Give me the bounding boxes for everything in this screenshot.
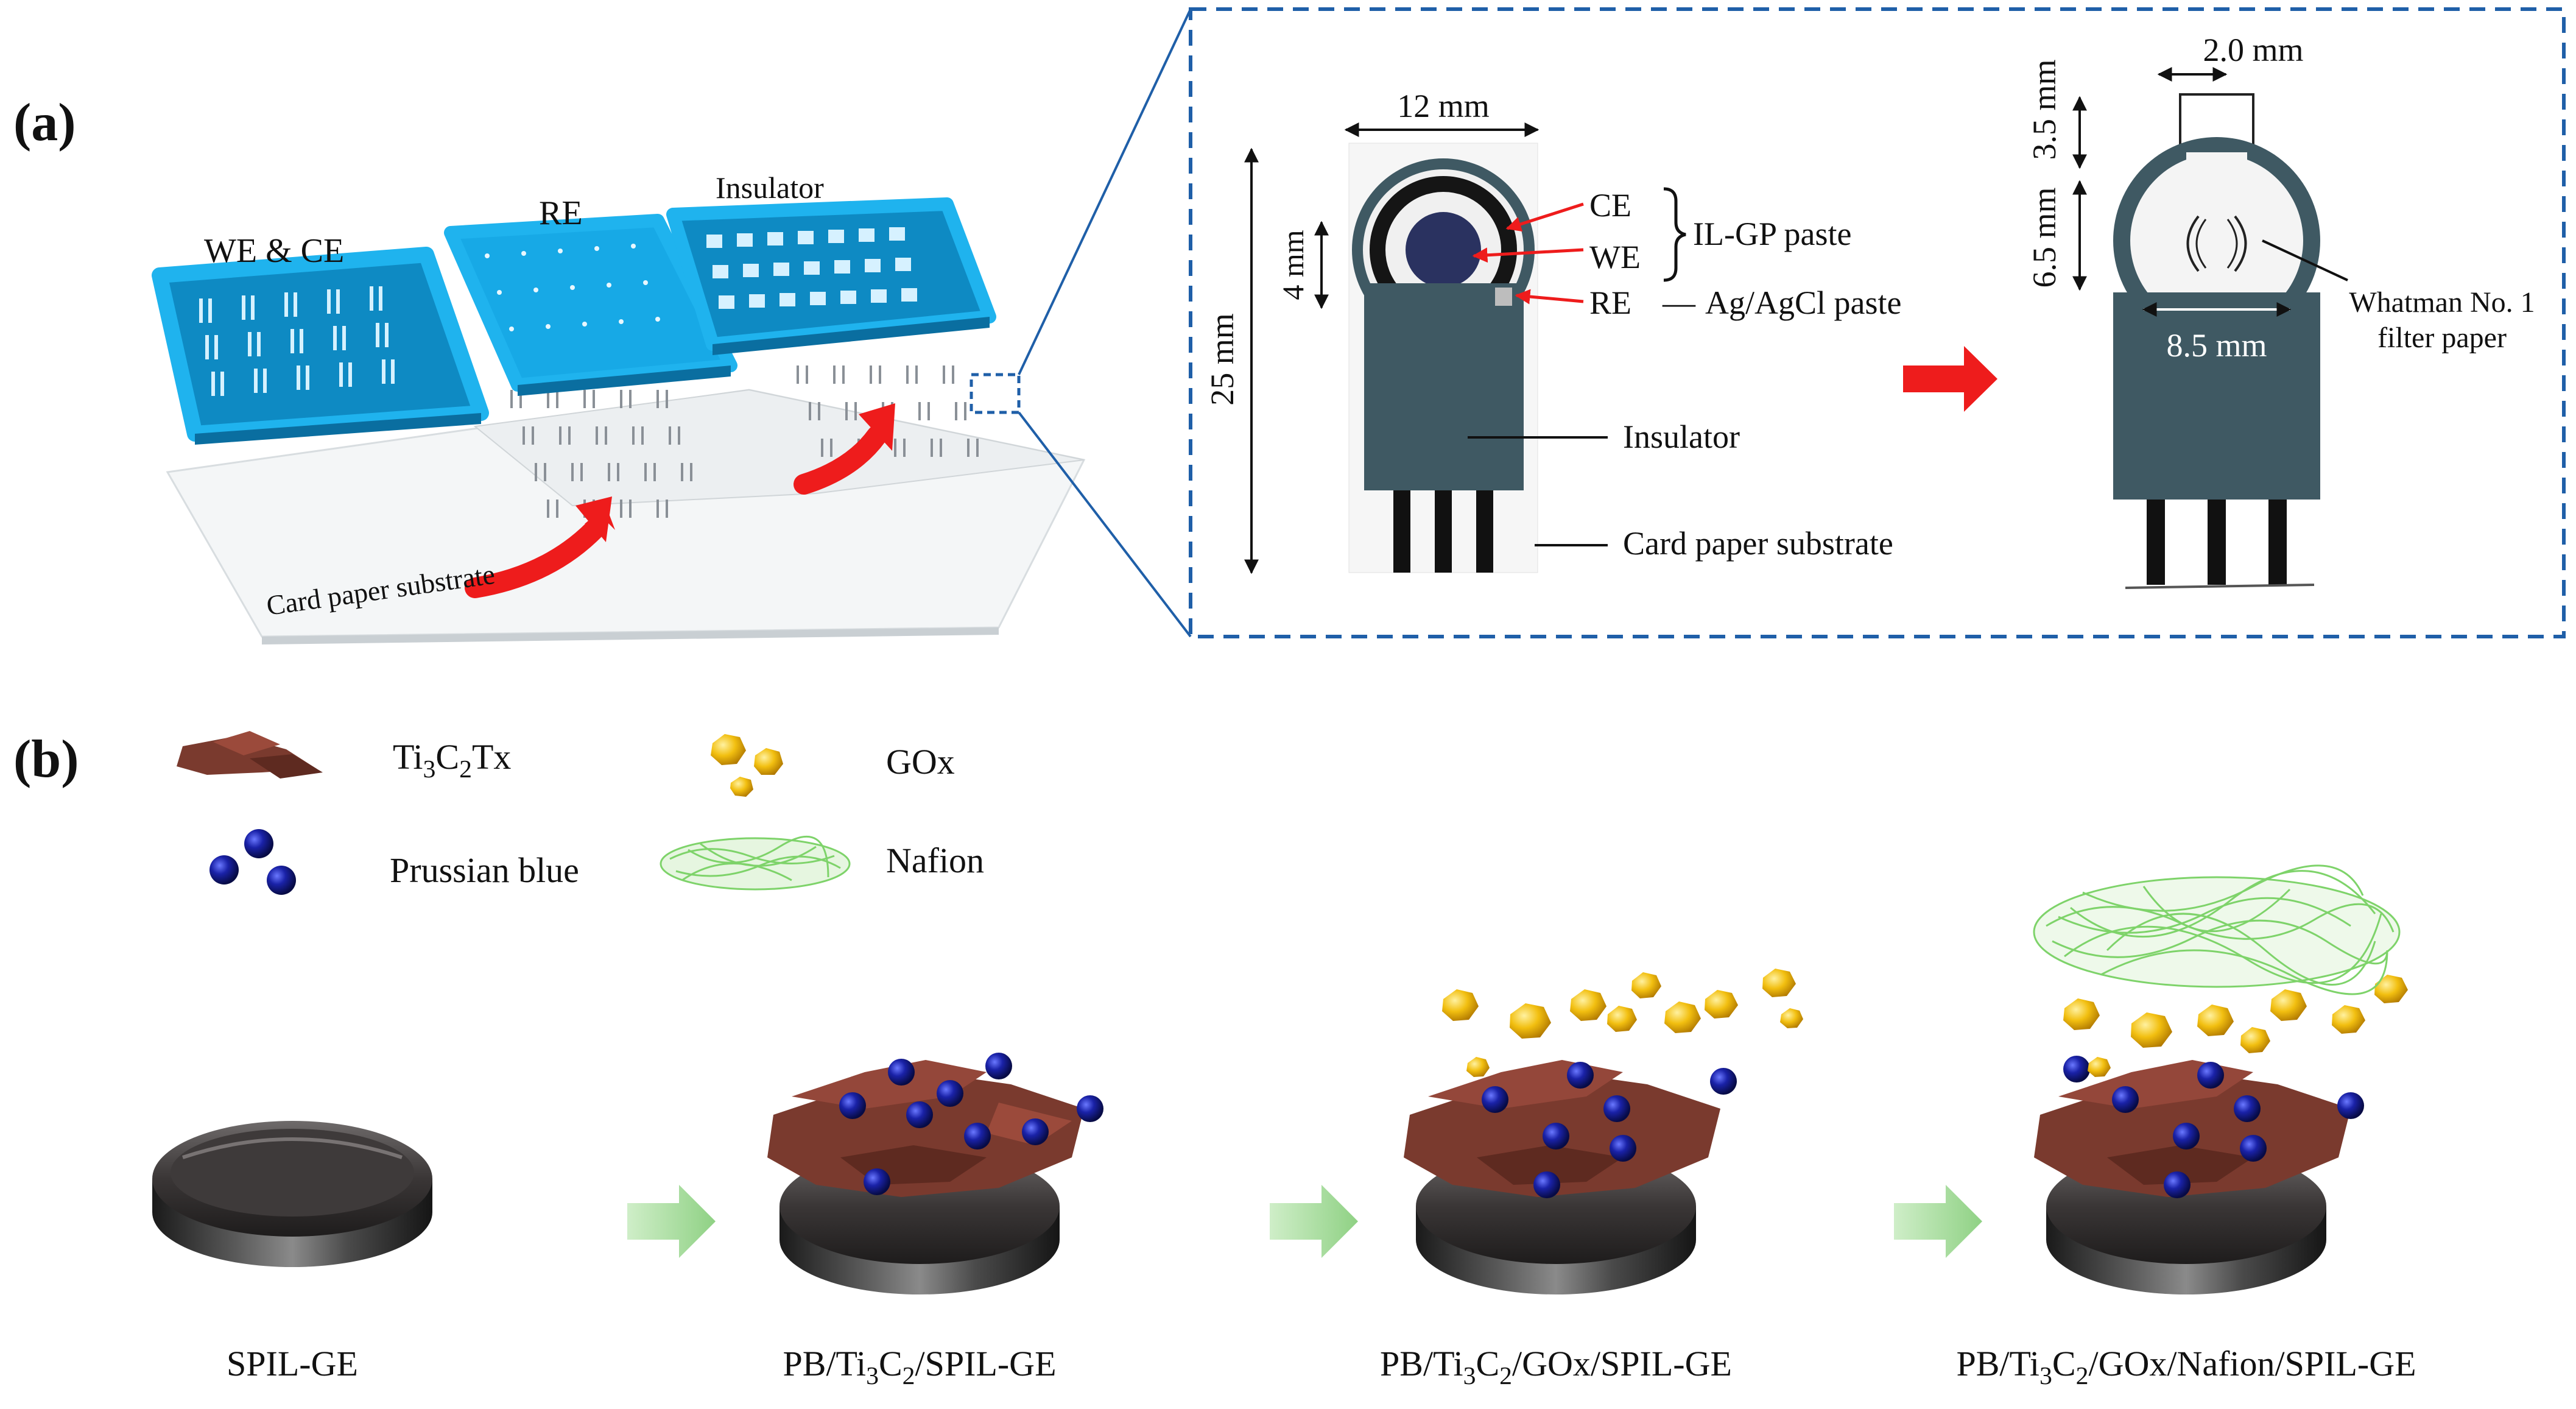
modified-electrode-photo (2113, 93, 2320, 589)
prussian-blue-legend-icon (209, 829, 296, 895)
filter-label-line1: Whatman No. 1 (2349, 286, 2535, 319)
agcl-label: Ag/AgCl paste (1705, 284, 1901, 321)
panel-a-label: (a) (13, 93, 76, 152)
prussian-blue-particles-4 (2063, 1056, 2364, 1198)
filter-leader (2262, 239, 2348, 281)
neck-label: 3.5 mm (2026, 59, 2063, 160)
electrode-photo (1348, 143, 1538, 573)
screen-re-label: RE (539, 194, 583, 232)
we-label: WE (1589, 239, 1641, 275)
nafion-layer-4 (2033, 864, 2401, 995)
re-label: RE (1589, 284, 1631, 321)
screen-re (444, 214, 737, 396)
ilgp-brace (1663, 187, 1686, 282)
insulator-label: Insulator (1623, 418, 1740, 455)
electrode-disc-1 (152, 1121, 432, 1267)
stage-arrow-2 (1270, 1185, 1358, 1258)
ce-pointer (1505, 202, 1584, 232)
agcl-dash: — (1662, 284, 1696, 321)
nafion-legend-label: Nafion (886, 841, 984, 880)
inner-width-label: 8.5 mm (2166, 327, 2267, 364)
width-label: 12 mm (1397, 88, 1490, 124)
re-pointer (1515, 289, 1584, 305)
top-width-label: 2.0 mm (2203, 32, 2303, 68)
stage-arrow-3 (1894, 1185, 1982, 1258)
stage-2-label: PB/Ti3C2/SPIL-GE (783, 1344, 1057, 1390)
gox-particles-4 (2063, 975, 2408, 1077)
process-arrow-2-body (794, 425, 887, 495)
screen-we-ce (152, 247, 489, 445)
electrode-substrate-label: Card paper substrate (1623, 525, 1893, 562)
screen-we-ce-label: WE & CE (204, 232, 344, 270)
mxene-legend-icon (177, 731, 323, 779)
height-label: 25 mm (1204, 313, 1240, 406)
stage-4-label: PB/Ti3C2/GOx/Nafion/SPIL-GE (1956, 1344, 2416, 1390)
mxene-legend-label: Ti3C2Tx (393, 737, 511, 783)
body-label: 6.5 mm (2026, 187, 2063, 288)
stage-3-label: PB/Ti3C2/GOx/SPIL-GE (1380, 1344, 1732, 1390)
prussian-blue-particles-3 (1482, 1062, 1737, 1198)
stage-1-label: SPIL-GE (227, 1344, 358, 1383)
process-arrow-1-body (465, 520, 604, 598)
zoom-detail-box (1189, 7, 2566, 638)
screen-insulator (666, 197, 996, 355)
panel-b-label: (b) (13, 730, 79, 789)
modification-arrow (1903, 346, 1997, 412)
gox-legend-icon (711, 734, 783, 797)
nafion-legend-icon (660, 835, 851, 891)
process-arrow-1-head (575, 496, 612, 542)
screen-insulator-label: Insulator (716, 171, 824, 205)
filter-label-line2: filter paper (2377, 322, 2507, 354)
ce-label: CE (1589, 187, 1631, 224)
prussian-blue-legend-label: Prussian blue (390, 850, 579, 890)
stage-arrow-1 (627, 1185, 716, 1258)
we-pointer (1472, 247, 1584, 263)
we-height-label: 4 mm (1276, 230, 1310, 300)
ilgp-label: IL-GP paste (1693, 216, 1851, 252)
zoom-source-box (970, 373, 1021, 414)
prussian-blue-particles-2 (839, 1053, 1103, 1195)
zoom-line-top (1018, 9, 1192, 375)
gox-particles-3 (1442, 969, 1803, 1077)
process-arrow-2-head (859, 403, 895, 451)
gox-legend-label: GOx (886, 742, 955, 782)
zoom-line-bottom (1018, 411, 1192, 638)
